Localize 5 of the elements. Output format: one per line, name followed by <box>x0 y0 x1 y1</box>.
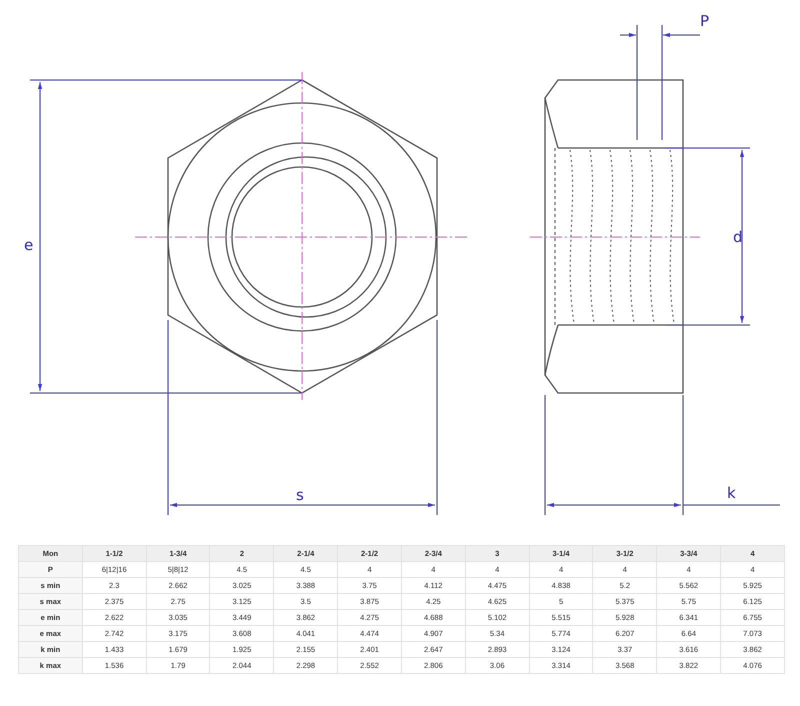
dimension-label: e <box>24 236 34 254</box>
dimension-label: s <box>296 486 304 504</box>
dimension-label: k <box>727 484 736 502</box>
dimension-label: P <box>700 12 710 30</box>
dimension-label: d <box>733 228 743 246</box>
